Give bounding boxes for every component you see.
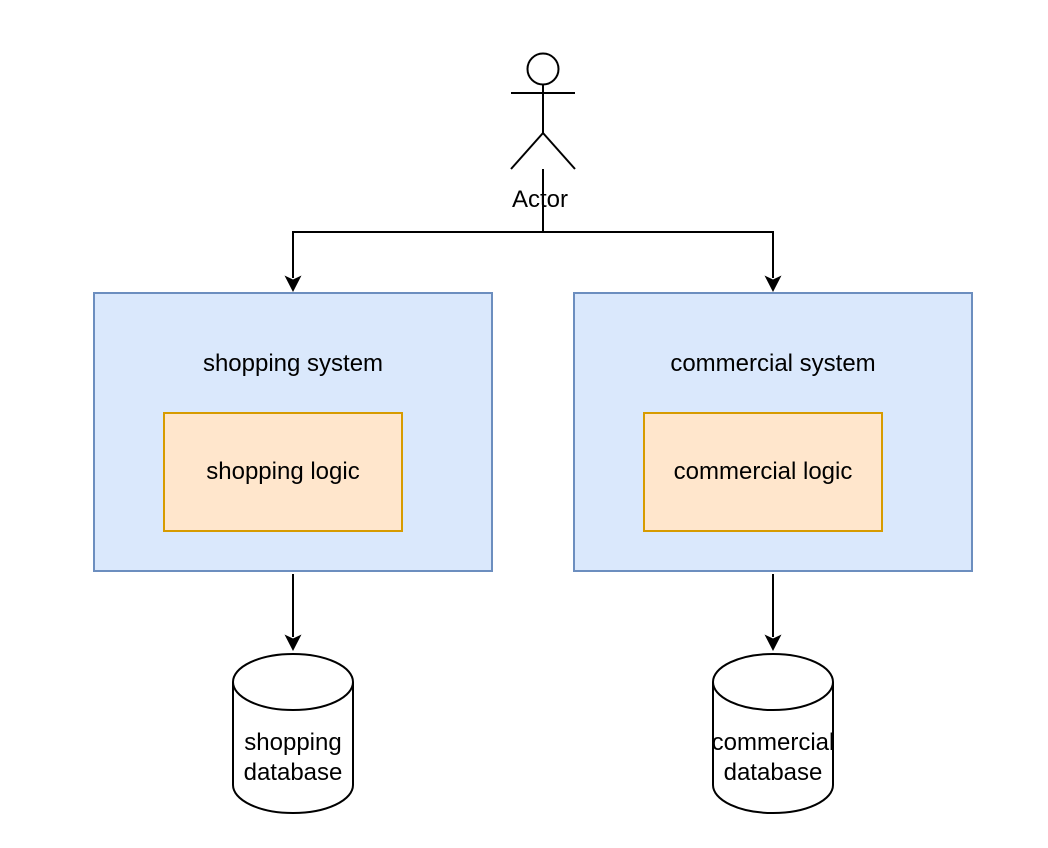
shopping-system-title: shopping system (202, 350, 384, 377)
actor-head (526, 52, 560, 86)
commercial-database-label: commercial database (693, 728, 853, 788)
shopping-logic-box: shopping logic (163, 412, 403, 532)
commercial-logic-label: commercial logic (673, 458, 853, 485)
actor-right-leg (542, 132, 576, 170)
shopping-system-box: shopping system shopping logic (93, 292, 493, 572)
shopping-database-label: shopping database (213, 728, 373, 788)
commercial-database-label-line1: commercial (711, 729, 835, 756)
actor-icon (510, 52, 576, 170)
commercial-system-title: commercial system (670, 350, 876, 377)
shopping-database-label-line2: database (243, 759, 343, 786)
commercial-database-label-line2: database (723, 759, 823, 786)
actor-label: Actor (511, 186, 568, 213)
commercial-system-box: commercial system commercial logic (573, 292, 973, 572)
actor-left-leg (510, 132, 544, 170)
commercial-logic-box: commercial logic (643, 412, 883, 532)
shopping-logic-label: shopping logic (206, 458, 360, 485)
arrowhead-to-commercial-system (764, 275, 782, 292)
arrowhead-to-shopping-system (284, 275, 302, 292)
shopping-database-label-line1: shopping (244, 729, 342, 756)
arrowhead-to-commercial-db (764, 634, 782, 651)
arrowhead-to-shopping-db (284, 634, 302, 651)
